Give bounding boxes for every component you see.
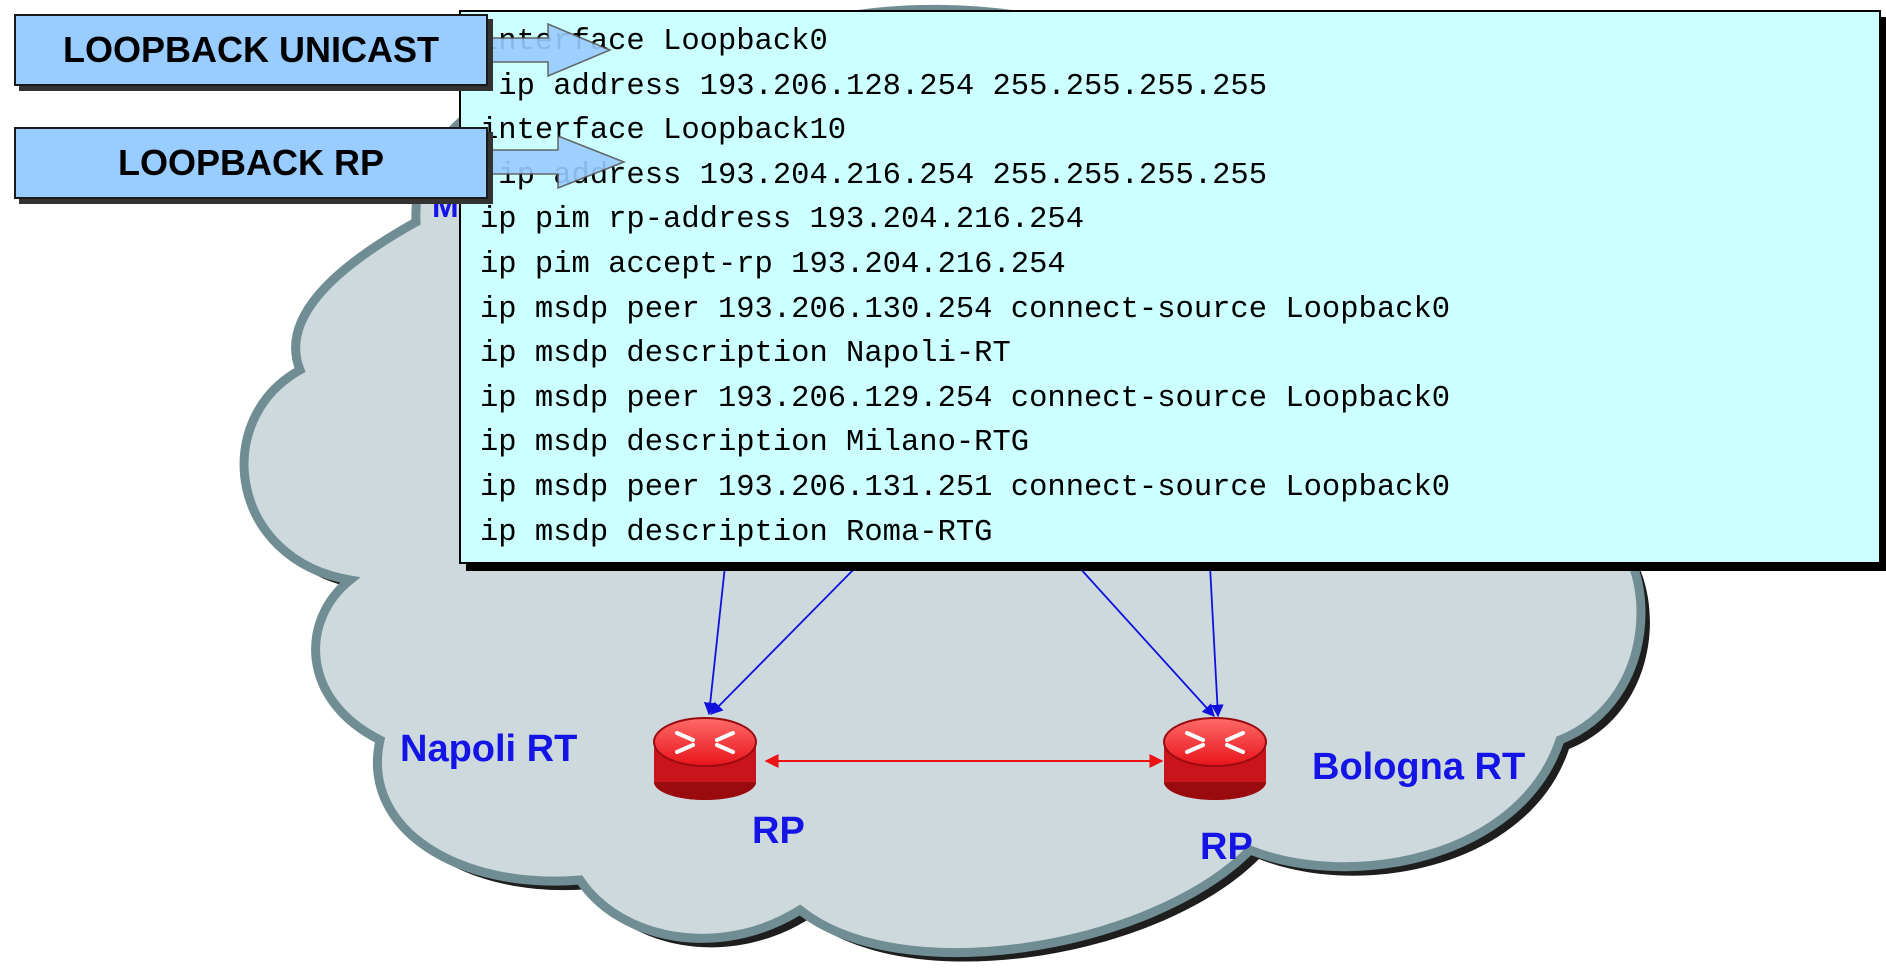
link-napoli-b — [710, 565, 858, 715]
link-bologna-a — [1077, 565, 1215, 717]
config-line: ip pim accept-rp 193.204.216.254 — [480, 247, 1066, 282]
loopback-unicast-tag: LOOPBACK UNICAST — [14, 14, 488, 86]
config-line: ip address 193.206.128.254 255.255.255.2… — [480, 69, 1268, 104]
config-line: ip msdp description Milano-RTG — [480, 426, 1030, 461]
bologna-router-label: Bologna RT — [1312, 746, 1526, 788]
config-line: ip address 193.204.216.254 255.255.255.2… — [480, 158, 1268, 193]
napoli-rp-label: RP — [752, 810, 805, 852]
config-line: ip msdp peer 193.206.130.254 connect-sou… — [480, 292, 1451, 327]
config-line: interface Loopback0 — [480, 25, 828, 59]
config-line: ip msdp peer 193.206.131.251 connect-sou… — [480, 470, 1451, 505]
config-line: ip msdp peer 193.206.129.254 connect-sou… — [480, 381, 1451, 416]
config-line: ip msdp description Roma-RTG — [480, 515, 993, 550]
link-napoli-a — [703, 565, 726, 716]
config-line: ip msdp description Napoli-RT — [480, 337, 1011, 372]
loopback-rp-tag: LOOPBACK RP — [14, 127, 488, 199]
config-line: ip pim rp-address 193.204.216.254 — [480, 203, 1084, 238]
bologna-router-icon — [1163, 717, 1267, 800]
config-line: interface Loopback10 — [480, 114, 847, 149]
bologna-rp-label: RP — [1200, 826, 1253, 868]
link-bologna-b — [1209, 565, 1224, 718]
napoli-router-label: Napoli RT — [400, 728, 578, 770]
config-callout — [459, 10, 1881, 564]
router-config: interface Loopback0 ip address 193.206.1… — [480, 20, 1450, 555]
napoli-router-icon — [653, 717, 757, 800]
